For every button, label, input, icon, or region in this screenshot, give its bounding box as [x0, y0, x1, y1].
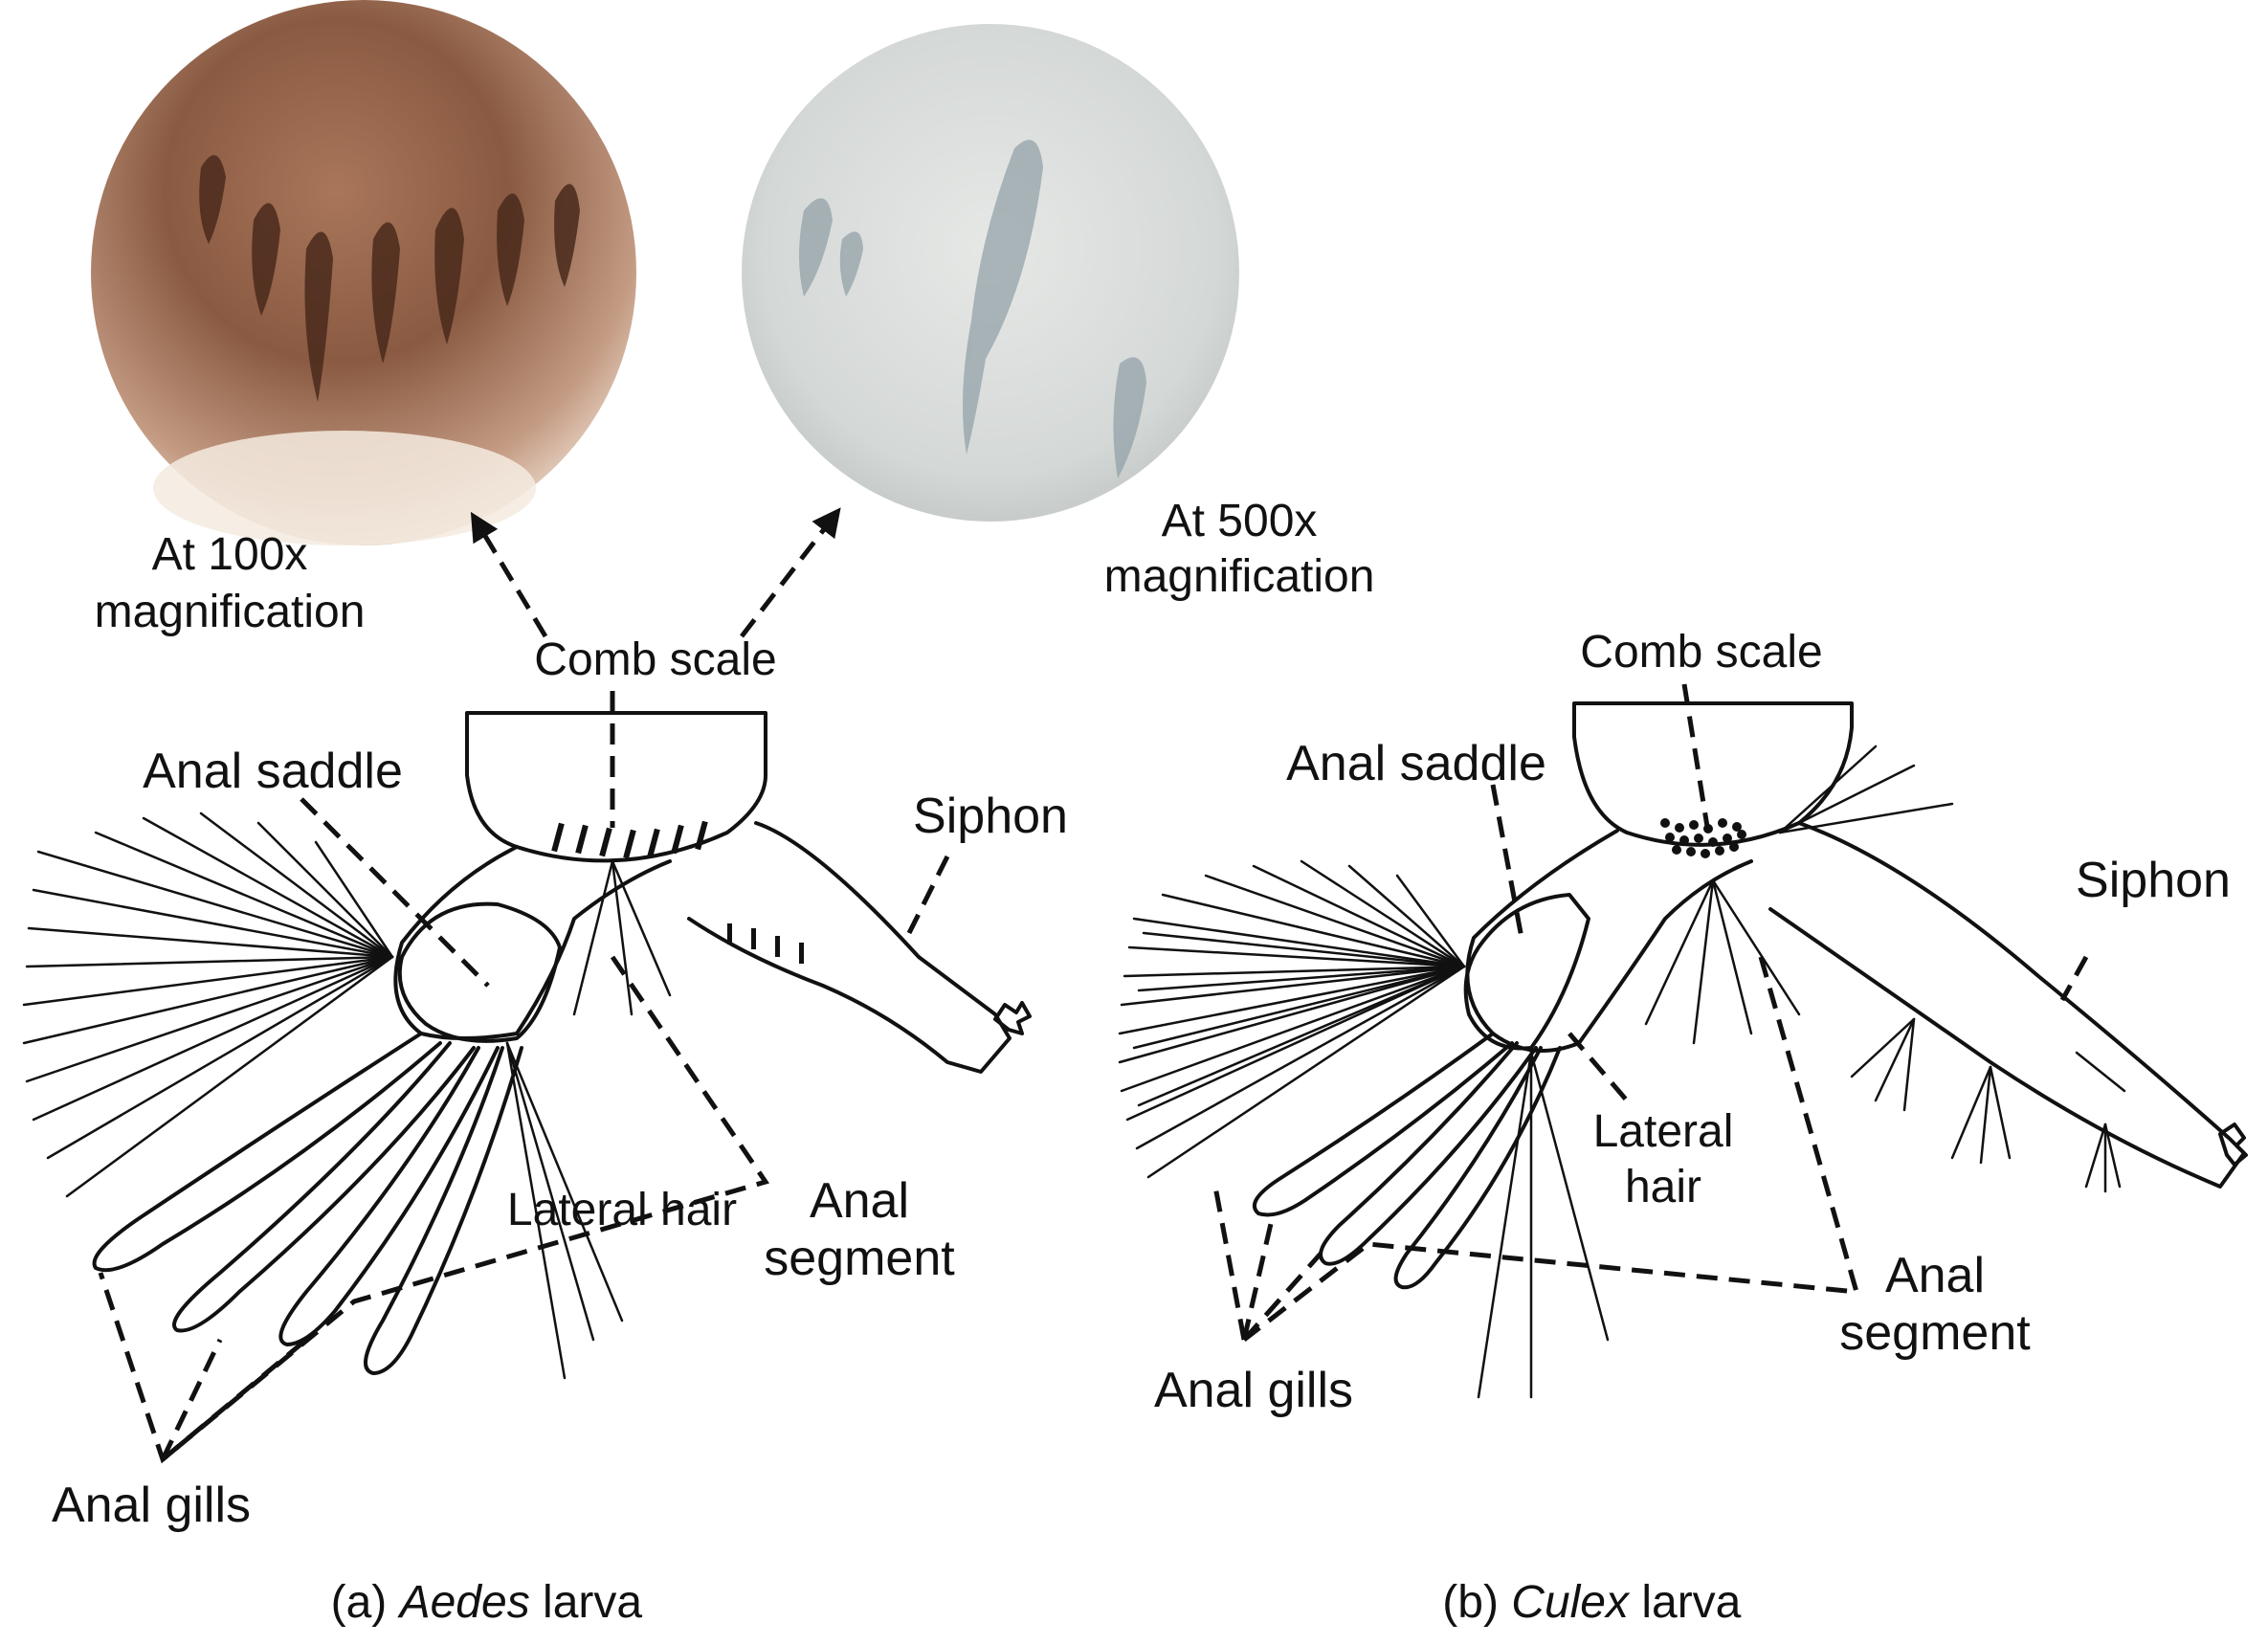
aedes-larva-drawing [22, 711, 1032, 1380]
culex-comb-scale-leader [1681, 683, 1711, 834]
culex-figure-caption: (b) Culex larva [1379, 1577, 1780, 1628]
photo-500x-caption-line2: magnification [1104, 551, 1375, 602]
arrow-to-500x [740, 507, 841, 638]
culex-anal-gills-label: Anal gills [1154, 1363, 1353, 1418]
aedes-caption-prefix: (a) [331, 1577, 400, 1628]
culex-comb-scale-label: Comb scale [1580, 627, 1822, 678]
photo-500x [742, 24, 1239, 522]
aedes-siphon-leader [906, 855, 950, 935]
culex-lateral-hair-label-line2: hair [1625, 1162, 1701, 1212]
aedes-anal-segment-label-line1: Anal [810, 1173, 909, 1229]
aedes-anal-segment-gills-leader [98, 955, 770, 1464]
arrow-to-100x [470, 511, 548, 638]
aedes-anal-saddle-label: Anal saddle [143, 744, 403, 799]
culex-caption-prefix: (b) [1442, 1577, 1511, 1628]
aedes-anal-segment-label-line2: segment [764, 1231, 955, 1286]
culex-anal-segment-leader [1242, 956, 1860, 1342]
culex-caption-genus: Culex [1511, 1577, 1631, 1628]
aedes-caption-suffix: larva [530, 1577, 643, 1628]
culex-lateral-hair-label-line1: Lateral [1593, 1106, 1734, 1157]
aedes-siphon-label: Siphon [913, 789, 1068, 844]
culex-anal-gills-leader-2 [1242, 1252, 1323, 1342]
culex-anal-segment-label-line1: Anal [1885, 1248, 1985, 1303]
culex-lateral-hair-leader [1568, 1032, 1629, 1102]
aedes-caption-genus: Aedes [397, 1577, 530, 1628]
aedes-anal-saddle-leader [300, 797, 490, 988]
aedes-comb-scale-label: Comb scale [534, 634, 776, 685]
photo-100x-caption-line1: At 100x [152, 529, 308, 580]
photo-500x-caption-line1: At 500x [1162, 496, 1318, 546]
culex-anal-saddle-label: Anal saddle [1286, 736, 1546, 791]
aedes-figure-caption: (a) Aedes larva [267, 1577, 680, 1628]
photo-100x-caption-line2: magnification [95, 587, 366, 637]
culex-caption-suffix: larva [1629, 1577, 1742, 1628]
culex-siphon-leader [2059, 955, 2089, 1002]
culex-siphon-label: Siphon [2076, 853, 2231, 908]
culex-larva-drawing [1118, 701, 2248, 1399]
culex-anal-segment-label-line2: segment [1839, 1305, 2031, 1361]
culex-anal-gills-leader-3 [1212, 1186, 1247, 1341]
aedes-anal-gills-label: Anal gills [52, 1478, 251, 1533]
aedes-lateral-hair-label: Lateral hair [507, 1185, 737, 1235]
culex-anal-saddle-leader [1490, 784, 1524, 939]
photo-100x [91, 0, 636, 545]
aedes-anal-gills-leader-2 [160, 1338, 223, 1461]
culex-anal-gills-leader-1 [1241, 1214, 1276, 1341]
